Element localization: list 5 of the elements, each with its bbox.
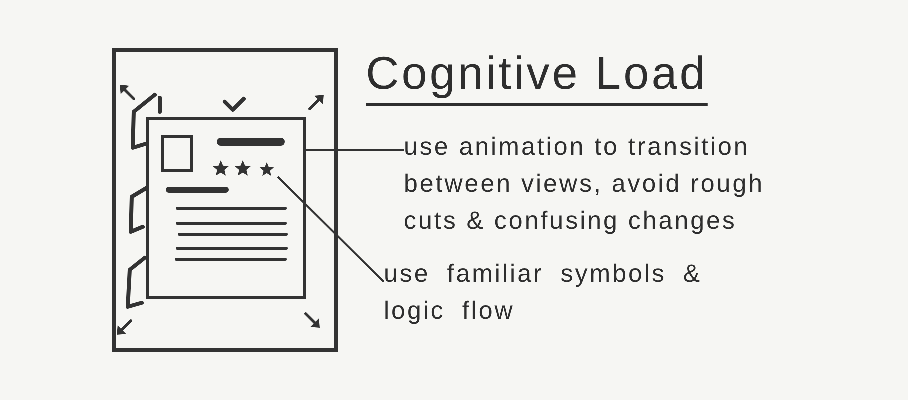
content-card xyxy=(146,117,306,299)
leader-line xyxy=(277,176,385,283)
annotation-text: use familiar symbols & logic flow xyxy=(384,256,724,330)
annotation-text: use animation to transition between views, avoid rough cuts & confusing changes xyxy=(404,129,788,240)
leader-line xyxy=(306,149,404,151)
